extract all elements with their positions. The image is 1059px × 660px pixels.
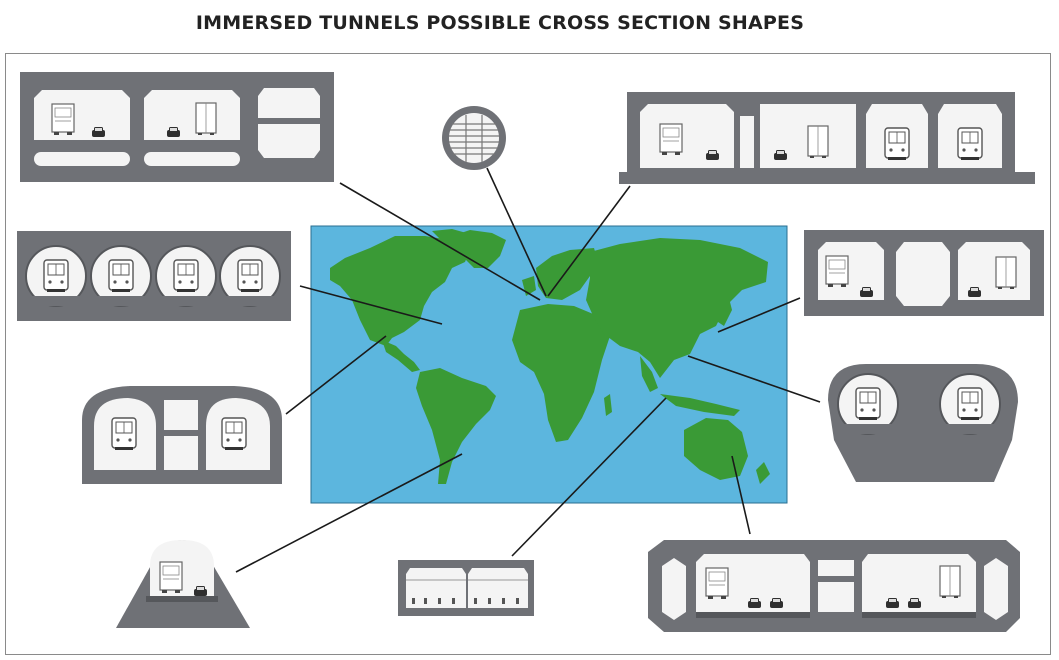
arch-road-tunnel	[116, 540, 250, 628]
train-icon	[111, 417, 137, 451]
twin-bore-rail-tunnel-with-gallery	[82, 386, 282, 484]
truck-icon	[159, 561, 183, 594]
train-icon	[173, 259, 199, 293]
train-icon	[855, 387, 881, 421]
leader-line	[687, 355, 821, 403]
diagram-title: IMMERSED TUNNELS POSSIBLE CROSS SECTION …	[195, 12, 805, 34]
train-icon	[221, 417, 247, 451]
map-land	[330, 229, 770, 484]
twin-circular-rail-tunnel	[828, 364, 1018, 482]
world-map	[310, 225, 788, 504]
van-icon	[939, 565, 961, 599]
four-bore-rail-tunnel	[17, 231, 291, 321]
train-icon	[43, 259, 69, 293]
train-icon	[957, 127, 983, 161]
train-icon	[884, 127, 910, 161]
van-icon	[195, 102, 217, 136]
leader-lines	[235, 167, 821, 573]
truck-icon	[825, 255, 849, 288]
truck-icon	[51, 103, 75, 136]
train-icon	[108, 259, 134, 293]
leader-line	[235, 453, 463, 573]
leader-line	[285, 335, 387, 415]
train-icon	[237, 259, 263, 293]
leader-line	[717, 297, 801, 333]
single-circular-tunnel	[442, 106, 506, 170]
low-rectangular-tunnel	[398, 560, 534, 616]
truck-icon	[705, 567, 729, 600]
road-tunnel-two-tubes-with-central-gallery	[20, 72, 334, 182]
leader-line	[547, 185, 631, 297]
leader-line	[731, 455, 751, 535]
van-icon	[995, 256, 1017, 290]
van-icon	[807, 125, 829, 159]
truck-icon	[659, 123, 683, 156]
leader-line	[486, 167, 547, 297]
train-icon	[957, 387, 983, 421]
leader-line	[511, 397, 667, 557]
three-cell-road-tunnel	[804, 230, 1044, 316]
leader-line	[339, 182, 541, 301]
road-and-rail-combined-tunnel	[619, 92, 1035, 184]
stair-icon	[449, 115, 499, 162]
wide-road-tunnel-with-escape-gallery	[648, 540, 1020, 632]
diagram-frame	[5, 53, 1051, 655]
leader-line	[299, 285, 443, 325]
